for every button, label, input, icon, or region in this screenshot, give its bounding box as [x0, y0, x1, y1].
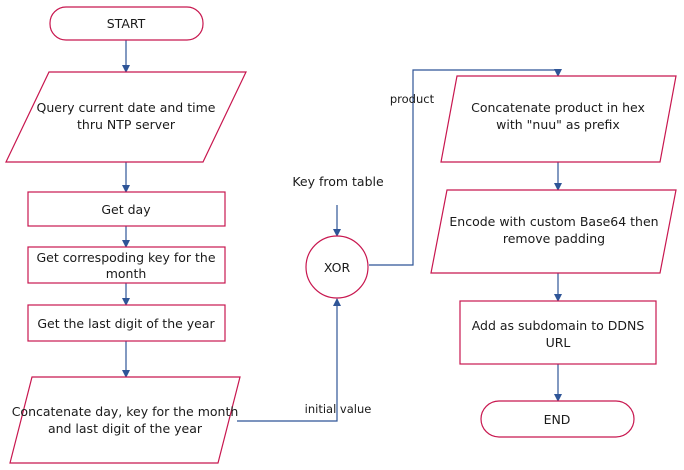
node-query-label-line2: thru NTP server: [77, 117, 176, 132]
node-start: START: [49, 6, 204, 41]
node-concat-day-label-line2: and last digit of the year: [48, 421, 203, 436]
label-product: product: [390, 92, 435, 106]
node-concat-hex-label-line1: Concatenate product in hex: [471, 100, 645, 115]
node-get-key: Get correspoding key for the month: [27, 246, 226, 284]
connectors: [122, 40, 562, 422]
node-query-label-line1: Query current date and time: [37, 100, 216, 115]
label-key-from-table: Key from table: [292, 174, 384, 189]
node-xor-label: XOR: [324, 260, 351, 275]
node-get-digit: Get the last digit of the year: [27, 304, 226, 342]
label-initial-value: initial value: [305, 402, 372, 416]
node-get-day: Get day: [27, 191, 226, 227]
node-end: END: [480, 400, 635, 438]
node-encode-label-line1: Encode with custom Base64 then: [449, 214, 658, 229]
node-concat-hex-label-line2: with "nuu" as prefix: [496, 117, 620, 132]
node-xor: XOR: [305, 235, 369, 299]
node-subdomain-label-line2: URL: [546, 335, 571, 350]
edge-concat-to-xor: [237, 298, 341, 422]
node-get-day-label: Get day: [101, 202, 151, 217]
node-concat-hex: Concatenate product in hex with "nuu" as…: [440, 75, 677, 163]
node-query: Query current date and time thru NTP ser…: [5, 71, 247, 163]
edge-xor-to-concat-hex: [369, 69, 558, 266]
node-subdomain-label-line1: Add as subdomain to DDNS: [472, 318, 645, 333]
node-start-label: START: [107, 16, 146, 31]
node-concat-day: Concatenate day, key for the month and l…: [9, 376, 241, 464]
node-get-key-label-line2: month: [106, 266, 147, 281]
node-concat-day-label-line1: Concatenate day, key for the month: [12, 404, 239, 419]
node-get-key-label-line1: Get correspoding key for the: [36, 250, 215, 265]
node-get-digit-label: Get the last digit of the year: [37, 316, 215, 331]
node-encode: Encode with custom Base64 then remove pa…: [430, 189, 677, 274]
node-end-label: END: [544, 412, 571, 427]
node-subdomain: Add as subdomain to DDNS URL: [459, 300, 657, 365]
node-encode-label-line2: remove padding: [503, 231, 605, 246]
